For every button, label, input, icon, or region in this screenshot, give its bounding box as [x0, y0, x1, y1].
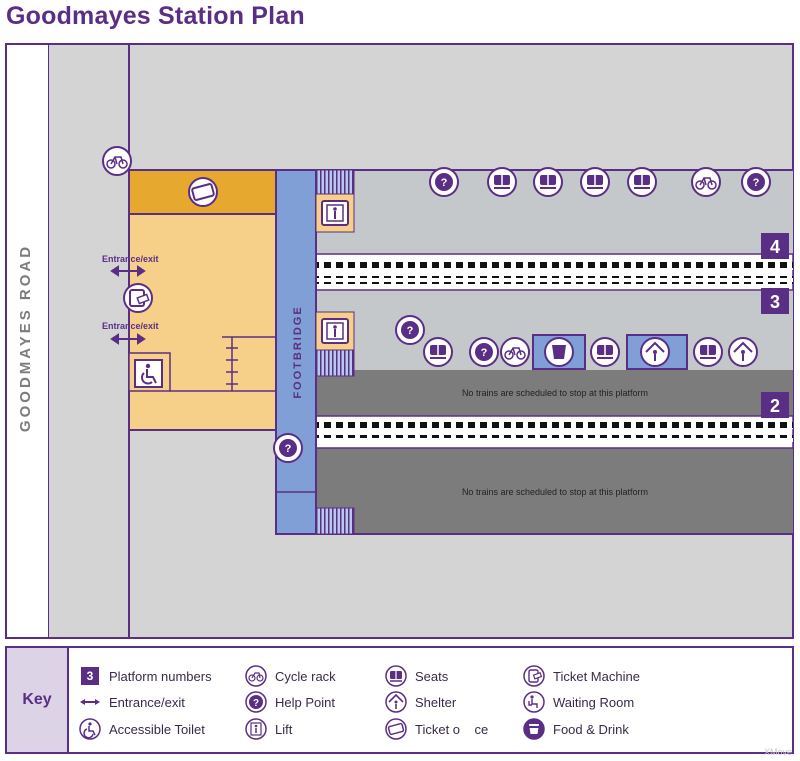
seats-icon	[533, 167, 563, 197]
footbridge-label: FOOTBRIDGE	[292, 305, 304, 398]
track-upper	[315, 253, 794, 291]
footbridge	[275, 169, 317, 535]
seats-icon	[423, 337, 453, 367]
seats-icon	[487, 167, 517, 197]
lift-icon	[321, 318, 349, 344]
key-heading: Key	[7, 648, 69, 752]
watermark: XMove	[763, 747, 792, 757]
wheelchair-icon	[79, 718, 101, 740]
svg-text:?: ?	[441, 177, 448, 189]
help-point-icon: ?	[741, 167, 771, 197]
page-title: Goodmayes Station Plan	[6, 2, 305, 30]
help-point-icon: ?	[395, 315, 425, 345]
help-point-icon: ?	[273, 433, 303, 463]
cycle-rack-icon	[691, 167, 721, 197]
key-item-food-drink: Food & Drink	[523, 717, 629, 741]
key-item-ticket-office: Ticket o ce	[385, 717, 488, 741]
platform-number-2: 2	[761, 392, 789, 418]
track-lower	[315, 415, 794, 449]
road-label: GOODMAYES ROAD	[17, 244, 34, 432]
seats-icon	[693, 337, 723, 367]
key-item-platform-numbers: 3 Platform numbers	[79, 664, 212, 688]
bicycle-icon	[245, 665, 267, 687]
seats-icon	[590, 337, 620, 367]
seats-icon	[385, 665, 407, 687]
waiting-room-icon	[523, 691, 545, 713]
concourse	[128, 213, 277, 431]
question-icon: ?	[245, 691, 267, 713]
goodmayes-road	[7, 45, 49, 637]
platform-number-3: 3	[761, 288, 789, 314]
double-arrow-icon	[79, 691, 101, 713]
svg-text:?: ?	[753, 177, 760, 189]
key-item-seats: Seats	[385, 664, 448, 688]
platform-number-4: 4	[761, 233, 789, 259]
shelter-block	[626, 334, 688, 370]
ticket-machine-icon	[523, 665, 545, 687]
shelter-icon	[385, 691, 407, 713]
station-plan-map: FOOTBRIDGE 4 3 2	[5, 43, 794, 639]
svg-text:?: ?	[481, 347, 488, 359]
svg-text:?: ?	[285, 443, 292, 455]
shelter-icon	[728, 337, 758, 367]
platform-2-notice: No trains are scheduled to stop at this …	[461, 388, 649, 398]
help-point-icon: ?	[469, 337, 499, 367]
svg-text:4: 4	[770, 237, 780, 257]
platform-1-notice: No trains are scheduled to stop at this …	[461, 487, 649, 497]
key-item-entrance-exit: Entrance/exit	[79, 690, 185, 714]
platform-2-area	[316, 370, 793, 416]
platform-1-area	[316, 448, 793, 534]
svg-text:3: 3	[770, 292, 780, 312]
map-key: Key 3 Platform numbers Entrance/exit Acc…	[5, 646, 794, 754]
lift-icon	[245, 718, 267, 740]
svg-text:2: 2	[770, 396, 780, 416]
key-item-waiting-room: Waiting Room	[523, 690, 634, 714]
seats-icon	[627, 167, 657, 197]
key-item-accessible-toilet: Accessible Toilet	[79, 717, 205, 741]
entrance-arrow	[110, 333, 146, 345]
help-point-icon: ?	[429, 167, 459, 197]
platform-number-icon: 3	[79, 665, 101, 687]
cycle-rack-icon	[500, 337, 530, 367]
key-item-lift: Lift	[245, 717, 292, 741]
entrance-label: Entrance/exit	[102, 321, 159, 331]
entrance-arrow	[110, 265, 146, 277]
key-item-ticket-machine: Ticket Machine	[523, 664, 640, 688]
food-drink-kiosk	[532, 334, 586, 370]
entrance-label: Entrance/exit	[102, 254, 159, 264]
ticket-machine-icon	[123, 283, 153, 313]
ticket-office-icon	[188, 177, 218, 207]
cup-icon	[523, 718, 545, 740]
key-item-help-point: ? Help Point	[245, 690, 335, 714]
key-item-cycle-rack: Cycle rack	[245, 664, 336, 688]
stairs-platform-4	[315, 169, 355, 195]
stairs-platform-2	[315, 507, 355, 535]
ticket-icon	[385, 718, 407, 740]
lift-icon	[321, 200, 349, 226]
accessible-toilet-icon	[134, 359, 163, 388]
seats-icon	[580, 167, 610, 197]
svg-text:?: ?	[253, 698, 259, 709]
stairs-platform-3	[315, 349, 355, 377]
key-item-shelter: Shelter	[385, 690, 456, 714]
svg-text:?: ?	[407, 325, 414, 337]
cycle-rack-icon	[102, 146, 132, 176]
